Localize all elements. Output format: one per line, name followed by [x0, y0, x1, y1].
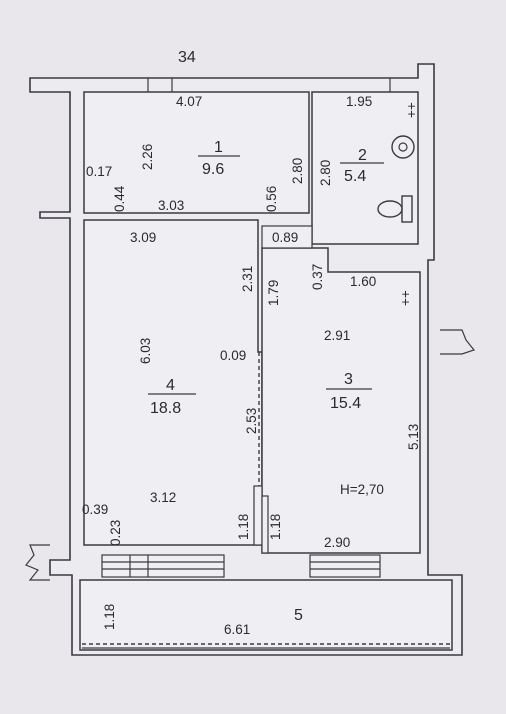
- room-1-area: [83, 91, 310, 214]
- room-2-number: 2: [358, 147, 367, 164]
- room-3-area: 15.4: [330, 395, 361, 412]
- corridor: [261, 225, 313, 249]
- room-2-dim-left: 2.80: [318, 160, 333, 186]
- room-5-balcony: [79, 579, 453, 651]
- room-1-dim-right: 2.80: [290, 158, 305, 184]
- top-dimension-label: 34: [178, 49, 196, 66]
- room-4-dim-wall-bottom-2: 0.23: [108, 520, 123, 546]
- room-3-dim-top-small: 1.60: [350, 274, 376, 289]
- door-jamb-room-4: [253, 485, 263, 546]
- room-3-dim-bottom: 2.90: [324, 535, 350, 550]
- room-4-dim-door: 1.18: [236, 514, 251, 540]
- room-1-area: 9.6: [202, 161, 224, 178]
- right-wall-break: [440, 329, 476, 355]
- room-5-number: 5: [294, 607, 303, 624]
- room-2-area: [311, 91, 419, 245]
- room-2-area: 5.4: [344, 168, 366, 185]
- room-5-dim-width: 6.61: [224, 622, 250, 637]
- room-1-number: 1: [214, 139, 223, 156]
- sink-icon: [391, 135, 415, 159]
- ceiling-height-note: H=2,70: [340, 482, 384, 497]
- room-1-dim-left: 2.26: [140, 144, 155, 170]
- room-2-dim-top: 1.95: [346, 94, 372, 109]
- room-1-dim-wall-right: 0.56: [264, 186, 279, 212]
- room-3-dim-divider: 2.53: [244, 408, 259, 434]
- room-4-number: 4: [166, 377, 175, 394]
- room-4-dim-wall-bottom: 0.39: [82, 502, 108, 517]
- room-3-area: [261, 247, 421, 554]
- room-3-dim-width-upper: 2.91: [324, 328, 350, 343]
- room-3-dim-door: 1.18: [268, 514, 283, 540]
- room-3-number: 3: [344, 371, 353, 388]
- room-4-dim-right-upper: 2.31: [240, 266, 255, 292]
- room-2-outlet-icon: ++: [404, 102, 419, 118]
- room-3-dim-right: 5.13: [406, 424, 421, 450]
- room-4-dim-gap: 0.09: [220, 348, 246, 363]
- room-4-dim-bottom: 3.12: [150, 490, 176, 505]
- room-4-dim-left: 6.03: [138, 338, 153, 364]
- corridor-dim: 0.89: [272, 230, 298, 245]
- room-3-dim-wall-top: 0.37: [310, 264, 325, 290]
- room-1-dim-bottom: 3.03: [158, 198, 184, 213]
- room-1-dim-wall-left: 0.17: [86, 164, 112, 179]
- room-3-dim-left-upper: 1.79: [266, 280, 281, 306]
- room-4-area: 18.8: [150, 400, 181, 417]
- window-room-3: [309, 554, 381, 578]
- left-wall-break: [25, 544, 50, 581]
- door-jamb-room-3: [261, 495, 269, 554]
- room-3-outlet-icon: ++: [398, 290, 413, 306]
- room-5-dim-height: 1.18: [102, 604, 117, 630]
- room-1-dim-wall-left-2: 0.44: [112, 185, 127, 212]
- room-1-dim-top: 4.07: [176, 94, 202, 109]
- toilet-icon: [377, 195, 413, 223]
- room-4-dim-top: 3.09: [130, 230, 156, 245]
- window-room-4: [101, 554, 225, 578]
